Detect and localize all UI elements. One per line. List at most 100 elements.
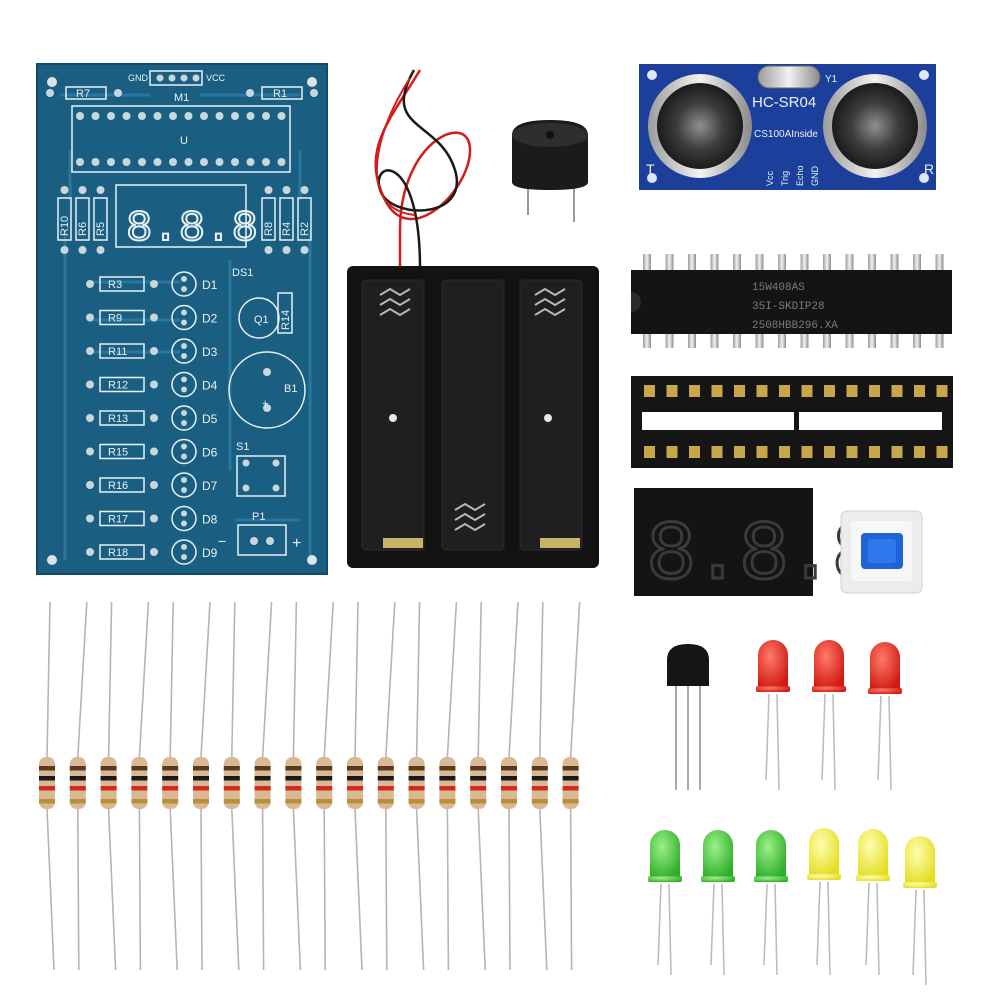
vertical-resistor-label: R10 [59, 216, 71, 236]
led-set [648, 640, 937, 986]
led [905, 836, 935, 884]
chip-leg [643, 332, 651, 348]
led [756, 830, 786, 878]
row-resistor-label: R17 [108, 514, 128, 526]
row-resistor [99, 510, 145, 527]
socket-pin [666, 385, 678, 397]
resistor-set [39, 601, 581, 971]
chip-leg [778, 254, 786, 272]
buzzer-plus: + [262, 398, 268, 410]
chip-leg [688, 332, 696, 348]
row-resistor-label: R16 [108, 480, 128, 492]
sensor-r: R [924, 161, 934, 177]
vertical-resistor [261, 197, 276, 241]
chip-pad [169, 112, 177, 120]
socket-pin [756, 385, 768, 397]
row-resistor-label: R15 [108, 447, 128, 459]
row-resistor-label: R11 [108, 346, 127, 358]
chip-pad [277, 158, 286, 166]
chip-leg [643, 254, 651, 272]
chip-line-2: 35I-SKDIP28 [752, 301, 825, 313]
vertical-resistor [57, 197, 72, 241]
row-resistor [99, 410, 145, 426]
socket-pin [891, 446, 903, 458]
chip-pad [184, 158, 193, 166]
chip-leg [868, 332, 876, 348]
push-button [840, 510, 923, 594]
chip-leg [890, 254, 899, 272]
chip-line-3: 2508HBB296.XA [752, 320, 838, 332]
vertical-resistor-label: R4 [281, 222, 293, 236]
transistor [667, 644, 709, 790]
vertical-resistor [279, 197, 294, 241]
battery-holder [347, 266, 599, 568]
sensor-pin-label: Trig [780, 171, 790, 186]
chip-leg [665, 254, 674, 272]
socket-pin [846, 446, 858, 458]
m1-label: M1 [174, 92, 189, 104]
socket-pin [824, 446, 835, 458]
row-resistor [99, 477, 145, 493]
sensor-model: HC-SR04 [752, 94, 816, 111]
plus-label: + [292, 535, 301, 552]
sensor-pin-label: Vcc [765, 170, 775, 186]
row-led-label: D7 [202, 479, 218, 493]
row-led-label: D9 [202, 546, 218, 560]
sensor-pin-label: Echo [795, 165, 805, 186]
chip-leg [890, 332, 899, 348]
battery-wires [374, 69, 472, 269]
vcc-label: VCC [206, 73, 226, 83]
gnd-label: GND [128, 73, 149, 83]
buzzer [512, 120, 588, 222]
chip-leg [823, 254, 831, 272]
row-led-label: D4 [202, 379, 218, 393]
vertical-resistor-label: R6 [77, 222, 89, 236]
row-resistor-label: R13 [108, 413, 128, 425]
socket-pin [779, 385, 790, 397]
chip-leg [845, 332, 854, 348]
chip-pad [231, 112, 239, 120]
minus-label: − [218, 533, 226, 549]
chip-leg [823, 332, 831, 348]
vertical-resistor [75, 197, 90, 241]
row-resistor-label: R12 [108, 380, 128, 392]
row-led-footprint [171, 405, 197, 431]
chip-leg [868, 254, 876, 272]
socket-pin [801, 385, 813, 397]
row-resistor-label: R18 [108, 547, 128, 559]
row-led-label: D2 [202, 312, 218, 326]
s1-label: S1 [236, 441, 249, 453]
socket-pin [801, 446, 813, 458]
r14-label: R14 [280, 310, 292, 330]
led [858, 829, 888, 877]
vertical-resistor-label: R8 [263, 222, 275, 236]
ic-chip: 15W408AS 35I-SKDIP28 2508HBB296.XA [631, 254, 952, 348]
crystal-label: Y1 [825, 74, 838, 85]
chip-leg [800, 332, 809, 348]
led [758, 640, 788, 688]
chip-pad [76, 112, 84, 120]
row-led-footprint [171, 539, 197, 565]
chip-pad [122, 158, 131, 166]
row-resistor [99, 343, 145, 359]
chip-pad [262, 112, 270, 120]
chip-pad [262, 158, 270, 166]
socket-pin [711, 446, 723, 458]
chip-pad [215, 158, 224, 166]
vertical-resistor [93, 197, 108, 241]
chip-leg [733, 332, 741, 348]
row-resistor [99, 544, 145, 560]
chip-pad [169, 158, 177, 166]
chip-pad [122, 112, 131, 120]
chip-leg [913, 332, 921, 348]
chip-pad [231, 158, 239, 166]
vertical-resistor-label: R2 [299, 222, 311, 236]
socket-pin [846, 385, 858, 397]
chip-pad [246, 112, 255, 120]
chip-pad [107, 112, 115, 120]
led [814, 640, 844, 688]
socket-pin [824, 385, 835, 397]
